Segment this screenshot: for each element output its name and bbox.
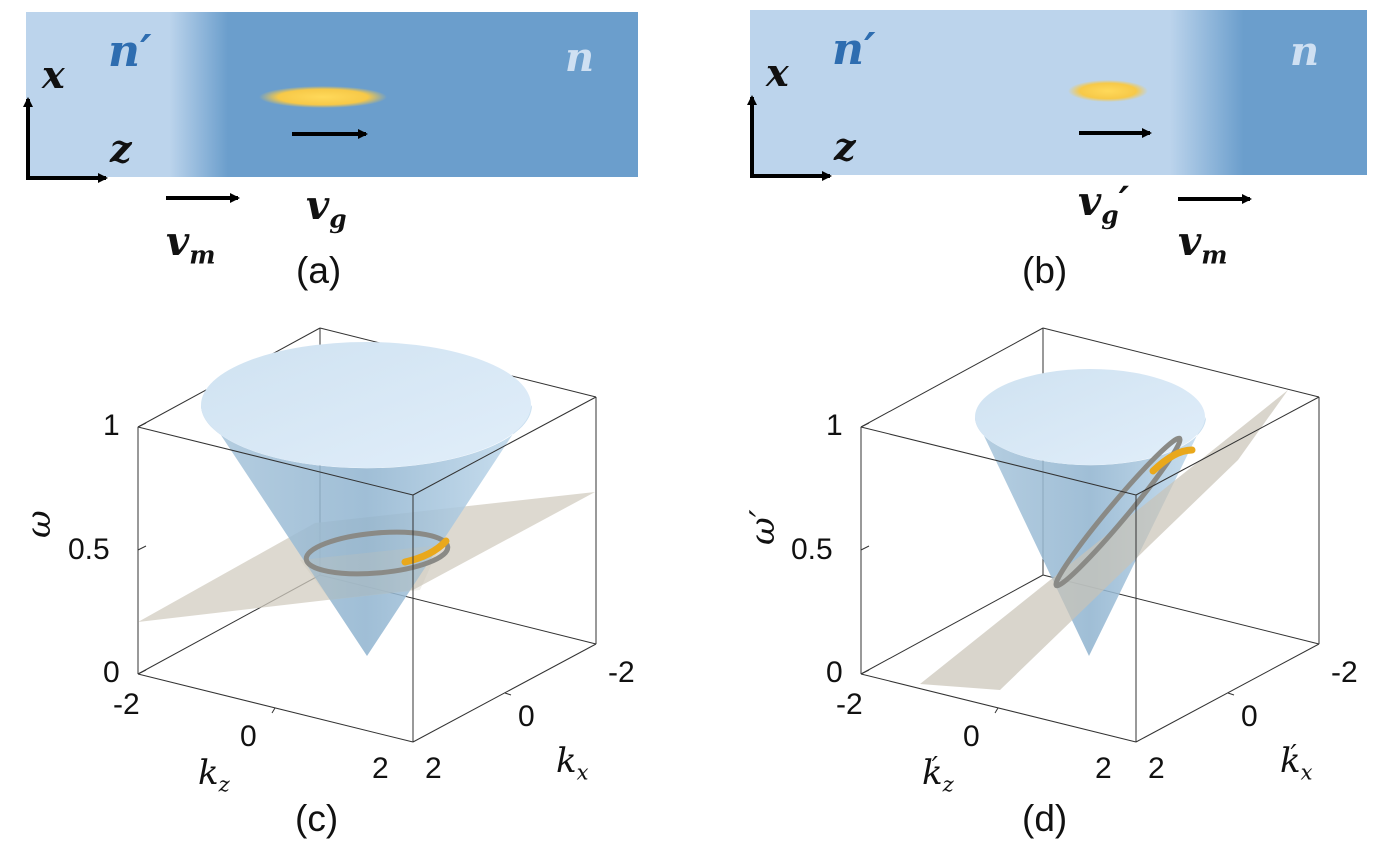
panel-c-trace: [401, 537, 450, 566]
panel-b-axis-x-label: x: [766, 50, 789, 95]
panel-c-omega-tick-0: 0: [103, 656, 120, 689]
panel-c-kz-tick-neg2: -2: [113, 688, 140, 721]
panel-c-kx-tick-neg2: -2: [608, 656, 635, 689]
panel-c-kz-label: kz: [198, 753, 230, 797]
panel-a-diagram: [23, 12, 638, 203]
panel-d-omega-tick-0: 0: [826, 656, 843, 689]
panel-d-cone: [975, 417, 1206, 656]
panel-b-pulse-velocity-label: vg′: [1078, 178, 1130, 230]
panel-d-omega-label: ω′: [743, 509, 783, 545]
panel-d-omega-tick-1: 1: [826, 409, 843, 442]
panel-d-kz-tick-0: 0: [963, 720, 980, 753]
panel-d-kx-tick-0: 0: [1241, 700, 1258, 733]
panel-d-label: (d): [1022, 798, 1068, 839]
panel-d-kx-tick-2: 2: [1148, 752, 1165, 785]
panel-c-label: (c): [295, 798, 339, 839]
panel-d-trace: [1149, 446, 1196, 475]
panel-a-axis-x-label: x: [42, 52, 65, 97]
panel-c-cone-cap: [201, 342, 531, 468]
panel-b-pulse: [1068, 80, 1148, 102]
panel-c-kx-tick-0: 0: [518, 700, 535, 733]
panel-d-cone-cap: [975, 369, 1205, 465]
panel-b-axis-z-label: z: [834, 124, 856, 169]
panel-d-intersection-ring: [1053, 435, 1183, 589]
panel-c-intersection-ring: [303, 529, 451, 577]
panel-c-cone: [201, 405, 532, 656]
panel-a-label: (a): [296, 250, 342, 291]
panel-d-omega-tick-05: 0.5: [791, 533, 833, 566]
panel-a-medium-left-label: n′: [108, 26, 152, 77]
panel-c-plot: [137, 327, 597, 743]
panel-b-medium-strip: [750, 10, 1367, 175]
panel-d-kx-tick-neg2: -2: [1331, 656, 1358, 689]
panel-b-boundary-velocity-label: vm: [1178, 218, 1228, 270]
panel-b-medium-left-label: n′: [832, 24, 876, 75]
panel-c-omega-tick-05: 0.5: [68, 533, 110, 566]
panel-d-kz-tick-neg2: -2: [836, 688, 863, 721]
panel-a-medium-right-label: n: [565, 34, 595, 81]
panel-d-kz-tick-2: 2: [1095, 752, 1112, 785]
panel-c-kz-tick-0: 0: [240, 720, 257, 753]
panel-d-kz-label: kz′: [922, 752, 954, 797]
panel-a-axis-z-label: z: [110, 126, 132, 171]
panel-a-pulse-velocity-label: vg: [306, 182, 347, 234]
panel-c-kx-label: kx: [556, 741, 589, 785]
panel-c-kx-tick-2: 2: [425, 752, 442, 785]
panel-a-pulse: [259, 86, 387, 108]
panel-a-boundary-velocity-label: vm: [166, 218, 216, 270]
panel-c-omega-tick-1: 1: [103, 409, 120, 442]
panel-b-medium-right-label: n: [1290, 28, 1320, 75]
panel-c-kz-tick-2: 2: [372, 752, 389, 785]
panel-d-kx-label: kx′: [1280, 740, 1313, 785]
panel-d-plot: [860, 327, 1320, 743]
panel-b-label: (b): [1022, 250, 1068, 291]
panel-b-diagram: [747, 10, 1367, 204]
panel-c-omega-label: ω: [19, 510, 59, 538]
